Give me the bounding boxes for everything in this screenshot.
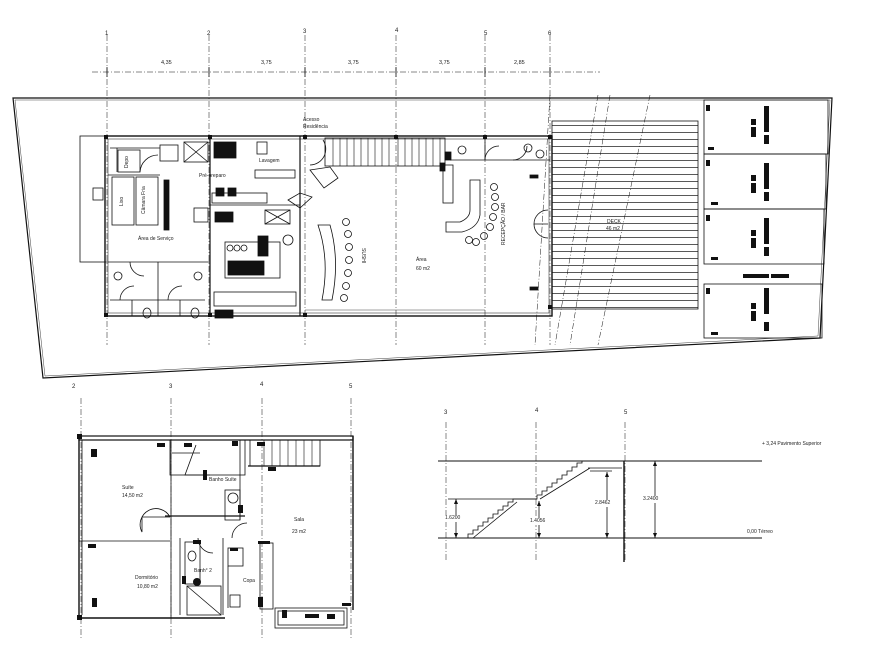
grid-axis-label: 2 xyxy=(72,384,76,390)
dimension-label: 1.4056 xyxy=(530,518,546,525)
grid-axis-label: 5 xyxy=(624,410,628,416)
dimension-label: 3,75 xyxy=(348,60,359,66)
grid-axis-label: 6 xyxy=(548,31,552,37)
grid-axis-label: 1 xyxy=(105,31,109,37)
room-area-area: 60 m2 xyxy=(416,266,430,272)
grid-axis-label: 4 xyxy=(395,28,399,34)
room-area-dormitorio: 10,80 m2 xyxy=(137,584,158,590)
grid-axis-label: 3 xyxy=(303,29,307,35)
room-label-banho-suite: Banho Suíte xyxy=(209,477,237,483)
room-label-dormitorio: Dormitório xyxy=(135,575,159,581)
room-area-sala: 23 m2 xyxy=(292,529,306,535)
room-label-copa: Copa xyxy=(243,578,255,584)
grid-axis-label: 3 xyxy=(444,410,448,416)
level-upper-label: + 3,24 Pavimento Superior xyxy=(762,441,822,447)
dimension-label: 3.2400 xyxy=(643,496,659,503)
room-label-depo: Depo xyxy=(124,156,130,168)
grid-axis-label: 4 xyxy=(535,408,539,414)
room-area-suite: 14,50 m2 xyxy=(122,493,143,499)
level-ground-label: 0,00 Térreo xyxy=(747,529,773,535)
room-label-suite: Suíte xyxy=(122,485,134,491)
room-label-lavagem: Lavagem xyxy=(259,158,280,164)
dimension-label: 1.6200 xyxy=(445,515,461,522)
grid-axis-label: 5 xyxy=(484,31,488,37)
grid-axis-label: 2 xyxy=(207,31,211,37)
room-label-acesso-residencia: Acesso Residência xyxy=(303,117,328,130)
room-label-sushi: SUSHI xyxy=(360,248,366,264)
room-label-area: Área xyxy=(416,257,427,263)
room-label-area-servico: Área de Serviço xyxy=(138,236,174,242)
dimension-label: 4,35 xyxy=(161,60,172,66)
room-label-sala: Sala xyxy=(294,517,305,523)
grid-axis-label: 4 xyxy=(260,382,264,388)
room-label-banho-2: Banh° 2 xyxy=(194,568,212,574)
room-label-recepcao-bar: RECEPÇÃO / BAR xyxy=(501,202,507,245)
lot-boundary xyxy=(12,97,833,379)
dimension-label: 3,75 xyxy=(261,60,272,66)
room-area-deck: 46 m2 xyxy=(606,226,620,232)
dimension-label: 2,85 xyxy=(514,60,525,66)
grid-axis-label: 5 xyxy=(349,384,353,390)
room-label-pre-preparo: Pré-preparo xyxy=(199,173,226,179)
dimension-label: 3,75 xyxy=(439,60,450,66)
room-label-lixo: Lixo xyxy=(119,196,125,206)
grid-axis-label: 3 xyxy=(169,384,173,390)
dimension-label: 2.8462 xyxy=(595,500,611,507)
room-label-deck: DECK xyxy=(607,219,621,225)
room-label-camara-fria: Câmara Fria xyxy=(141,186,147,214)
